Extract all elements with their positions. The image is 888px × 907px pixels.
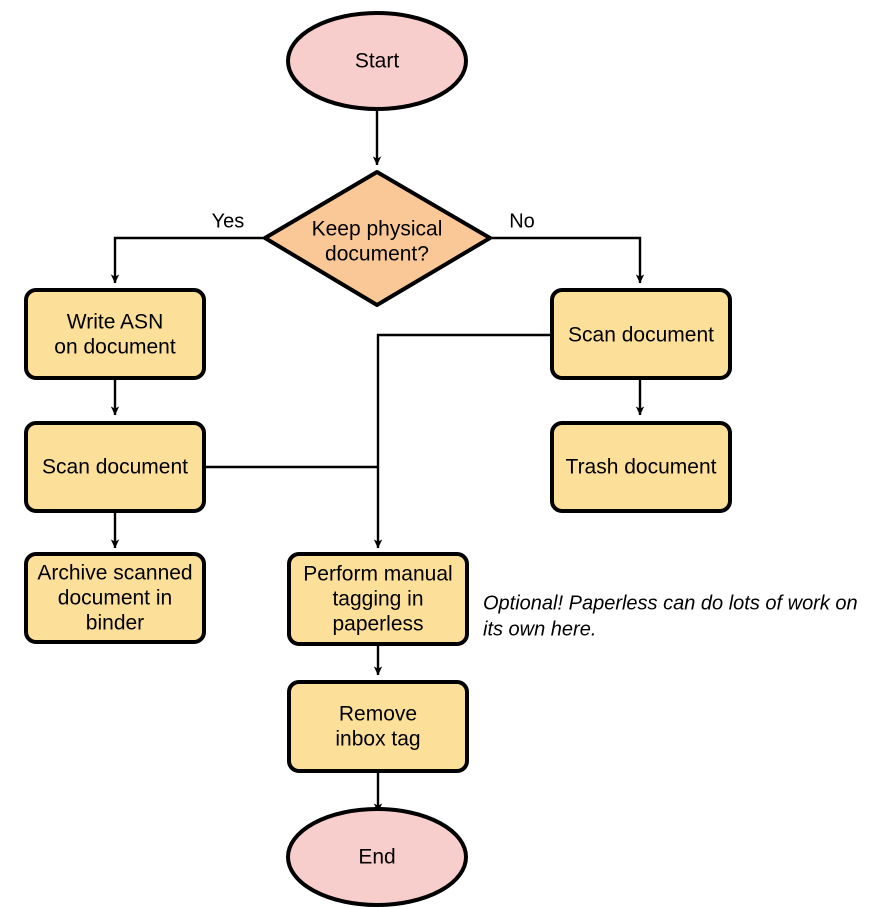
trash-box-shape <box>550 421 732 513</box>
archive-label-line2: document in <box>58 587 172 610</box>
write-asn-label-line2: on document <box>54 336 176 359</box>
annotation-line1: Optional! Paperless can do lots of work … <box>483 592 858 614</box>
archive-label-line1: Archive scanned <box>37 562 192 585</box>
scan-left-box-shape <box>24 421 206 513</box>
edge-scan-right-to-manual-tagging <box>373 333 552 549</box>
start-ellipse-shape <box>286 11 468 111</box>
node-start[interactable]: Start <box>286 11 468 111</box>
node-archive-scanned-document[interactable]: Archive scanned document in binder <box>24 552 206 644</box>
scan-right-label: Scan document <box>568 324 714 347</box>
manual-tagging-label-line1: Perform manual <box>303 563 452 586</box>
decision-label-line2: document? <box>325 243 429 266</box>
trash-label: Trash document <box>566 456 717 479</box>
scan-left-label: Scan document <box>42 456 188 479</box>
end-label: End <box>358 846 395 869</box>
edge-label-yes: Yes <box>212 210 245 232</box>
decision-diamond-shape <box>263 170 492 307</box>
remove-inbox-label-line1: Remove <box>339 703 417 726</box>
start-label: Start <box>355 50 400 73</box>
edge-decision-no-to-scan-right <box>490 236 645 284</box>
remove-inbox-box-shape <box>287 680 469 773</box>
edge-decision-yes-to-write-asn <box>110 236 265 284</box>
write-asn-box-shape <box>24 288 206 380</box>
node-end[interactable]: End <box>286 807 468 907</box>
write-asn-label-line1: Write ASN <box>67 311 163 334</box>
manual-tagging-box-shape <box>287 552 469 646</box>
manual-tagging-label-line2: tagging in <box>332 588 423 611</box>
node-remove-inbox-tag[interactable]: Remove inbox tag <box>287 680 469 773</box>
end-ellipse-shape <box>286 807 468 907</box>
annotation-note: Optional! Paperless can do lots of work … <box>483 592 858 640</box>
node-trash-document[interactable]: Trash document <box>550 421 732 513</box>
scan-right-box-shape <box>550 288 732 380</box>
node-decision-keep-physical-document[interactable]: Keep physical document? <box>263 170 492 307</box>
annotation-line2: its own here. <box>483 618 596 640</box>
manual-tagging-label-line3: paperless <box>332 613 423 636</box>
node-scan-document-left[interactable]: Scan document <box>24 421 206 513</box>
decision-label-line1: Keep physical <box>312 218 443 241</box>
node-perform-manual-tagging[interactable]: Perform manual tagging in paperless <box>287 552 469 646</box>
edge-label-no: No <box>509 210 535 232</box>
node-scan-document-right[interactable]: Scan document <box>550 288 732 380</box>
archive-box-shape <box>24 552 206 644</box>
node-write-asn-on-document[interactable]: Write ASN on document <box>24 288 206 380</box>
archive-label-line3: binder <box>86 612 144 635</box>
remove-inbox-label-line2: inbox tag <box>335 728 420 751</box>
